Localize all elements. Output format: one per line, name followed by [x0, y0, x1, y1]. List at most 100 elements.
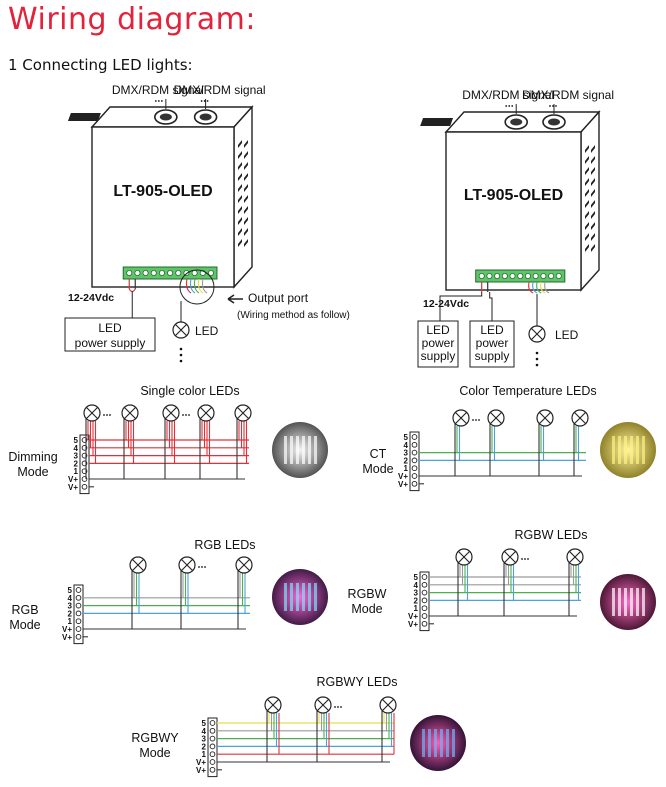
heatsink-fin [244, 184, 248, 192]
mode-label: Mode [17, 465, 48, 479]
heatsink-fin [591, 244, 595, 252]
led-photo-ct [600, 422, 656, 478]
xlr-pin-icon [199, 113, 212, 121]
terminal-pin [411, 457, 418, 464]
terminal-screw [486, 272, 493, 279]
photo-light-strip [302, 436, 305, 464]
terminal-label: 4 [74, 444, 79, 453]
terminal-pin [209, 743, 216, 750]
terminal-label: 1 [74, 467, 79, 476]
heatsink-fin [238, 140, 242, 148]
ellipsis-dot [200, 100, 203, 102]
leds-title: Color Temperature LEDs [459, 384, 596, 398]
photo-light-strip [434, 729, 437, 757]
xlr-pin-icon [510, 118, 523, 126]
terminal-label: 1 [202, 750, 207, 759]
mode-label: Mode [351, 602, 382, 616]
led-lamp-icon [566, 548, 584, 566]
terminal-screw [540, 272, 547, 279]
ellipsis-dot [472, 419, 474, 421]
lamp-cross [458, 551, 470, 563]
led-lamp-icon [129, 556, 147, 574]
mode-label: Mode [9, 618, 40, 632]
photo-light-strip [308, 436, 311, 464]
terminal-label: V+ [62, 625, 72, 634]
heatsink-fin [238, 195, 242, 203]
dmx-signal-label: DMX/RDM signal [522, 88, 614, 102]
terminal-label: 5 [414, 573, 419, 582]
lamp-cross [200, 407, 212, 419]
lamp-cross [175, 324, 187, 336]
lamp-cross [504, 551, 516, 563]
ellipsis-dot [206, 100, 209, 102]
ellipsis-dot [160, 100, 163, 102]
output-port-label: Output port [248, 291, 309, 305]
lamp-cross [86, 407, 98, 419]
terminal-pin [421, 574, 428, 580]
terminal-pin [81, 483, 88, 490]
heatsink-fin [591, 145, 595, 153]
led-lamp-icon [536, 409, 554, 427]
terminal-label: V+ [398, 472, 408, 481]
ellipsis-dot [103, 414, 105, 416]
supply-lead [489, 292, 493, 321]
heatsink-fin [244, 228, 248, 236]
terminal-label: 3 [74, 452, 79, 461]
lamp-cross [238, 559, 250, 571]
ellipsis-dot [203, 100, 206, 102]
controller-side-face [580, 110, 600, 292]
xlr-pin-icon [159, 113, 172, 121]
heatsink-fin [591, 189, 595, 197]
terminal-label: V+ [196, 758, 206, 767]
terminal-label: V+ [398, 480, 408, 489]
ellipsis-dot [505, 105, 508, 107]
output-wire [540, 281, 546, 294]
terminal-screw [478, 272, 485, 279]
led-lamp-icon [379, 696, 397, 714]
heatsink-fin [244, 162, 248, 170]
terminal-screw [134, 269, 141, 276]
lamp-cross [181, 559, 193, 571]
continuation-dot [179, 347, 183, 351]
led-photo-dimming [272, 422, 328, 478]
power-supply-box [417, 320, 459, 368]
photo-light-strip [308, 583, 311, 611]
heatsink-fin [591, 222, 595, 230]
leds-title: Single color LEDs [140, 384, 239, 398]
display-window [67, 113, 101, 121]
photo-light-strip [612, 436, 615, 464]
terminal-label: 2 [68, 609, 73, 618]
ellipsis-dot [154, 100, 157, 102]
terminal-pin [421, 620, 428, 627]
power-supply-label: LED [426, 323, 450, 337]
terminal-pin [411, 465, 418, 472]
led-lamp-icon [234, 404, 252, 422]
heatsink-fin [238, 206, 242, 214]
heatsink-fin [585, 145, 589, 153]
led-lamp-icon [172, 321, 190, 339]
heatsink-fin [238, 173, 242, 181]
controller-model-label: LT-905-OLED [113, 183, 212, 200]
terminal-pin [209, 766, 216, 773]
terminal-label: 3 [202, 735, 207, 744]
terminal-screw [150, 269, 157, 276]
heatsink-fin [585, 222, 589, 230]
dmx-signal-label: DMX/RDM signal [174, 83, 266, 97]
terminal-pin [75, 587, 82, 593]
photo-light-strip [612, 588, 615, 616]
output-wire [185, 278, 192, 294]
led-label: LED [195, 324, 219, 338]
heatsink-fin [585, 189, 589, 197]
terminal-pin [209, 727, 216, 734]
ellipsis-dot [334, 706, 336, 708]
ellipsis-dot [198, 566, 200, 568]
lamp-cross [267, 699, 279, 711]
output-wire [536, 281, 542, 294]
heatsink-fin [585, 200, 589, 208]
photo-light-strip [314, 436, 317, 464]
mode-label: RGBWY [131, 731, 179, 745]
heatsink-fin [591, 211, 595, 219]
